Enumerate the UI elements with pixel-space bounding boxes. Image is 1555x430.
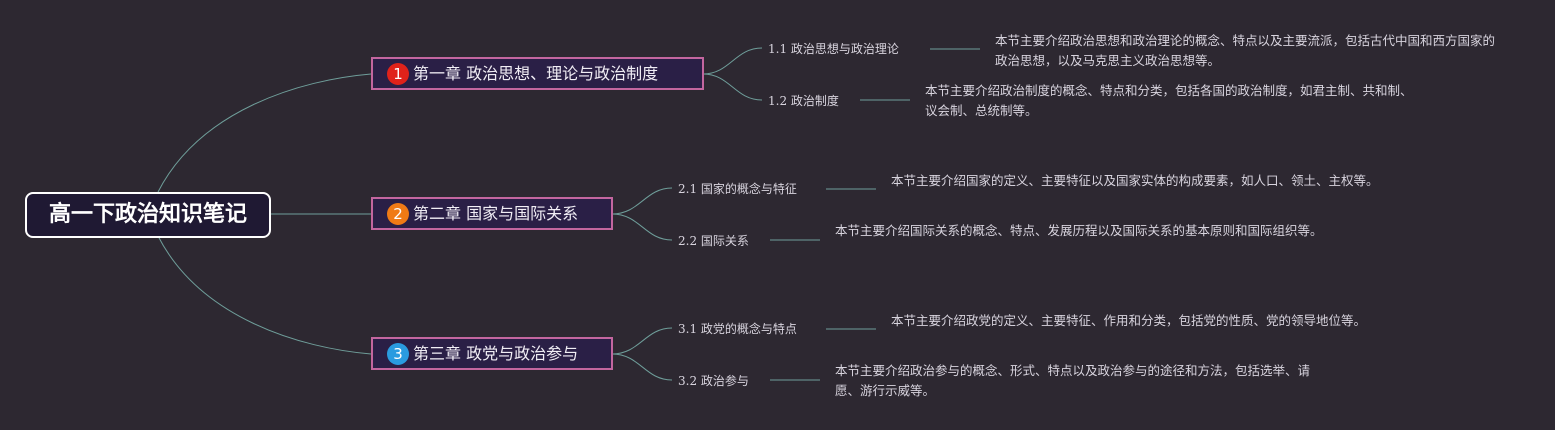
- section-1-1-title: 1.1 政治思想与政治理论: [768, 42, 899, 56]
- section-2-1-title: 2.1 国家的概念与特征: [678, 182, 797, 196]
- connector-chapter-1-section-2: [702, 73, 763, 101]
- connector-root-chapter-1: [157, 73, 372, 193]
- connector-chapter-3-section-2: [611, 353, 673, 381]
- connector-chapter-2-section-2: [611, 213, 673, 241]
- section-1-1-topic[interactable]: 1.1 政治思想与政治理论: [768, 41, 899, 57]
- chapter-3-topic[interactable]: 3 第三章 政党与政治参与: [371, 337, 613, 370]
- chapter-3-title: 第三章 政党与政治参与: [413, 344, 579, 363]
- section-3-1-description: 本节主要介绍政党的定义、主要特征、作用和分类，包括党的性质、党的领导地位等。: [891, 313, 1367, 328]
- root-title: 高一下政治知识笔记: [48, 202, 247, 227]
- section-2-2-title: 2.2 国际关系: [678, 234, 749, 248]
- chapter-3-number-badge: 3: [387, 342, 409, 365]
- chapter-1-number-badge: 1: [387, 62, 409, 85]
- section-3-1-title: 3.1 政党的概念与特点: [678, 322, 797, 336]
- section-2-1-description: 本节主要介绍国家的定义、主要特征以及国家实体的构成要素，如人口、领土、主权等。: [891, 173, 1379, 188]
- section-3-2-title: 3.2 政治参与: [678, 374, 749, 388]
- section-3-2-description: 本节主要介绍政治参与的概念、形式、特点以及政治参与的途径和方法，包括选举、请愿、…: [835, 363, 1311, 398]
- chapter-1-topic[interactable]: 1 第一章 政治思想、理论与政治制度: [371, 57, 704, 90]
- chapter-2-number-badge: 2: [387, 202, 409, 225]
- section-2-2-topic[interactable]: 2.2 国际关系: [678, 233, 749, 249]
- chapter-1-title: 第一章 政治思想、理论与政治制度: [413, 64, 659, 83]
- connector-chapter-2-section-1: [611, 187, 673, 215]
- section-3-1-topic[interactable]: 3.1 政党的概念与特点: [678, 321, 797, 337]
- chapter-2-topic[interactable]: 2 第二章 国家与国际关系: [371, 197, 613, 230]
- section-3-2-topic[interactable]: 3.2 政治参与: [678, 373, 749, 389]
- connector-chapter-3-section-1: [611, 327, 673, 355]
- section-2-1-topic[interactable]: 2.1 国家的概念与特征: [678, 181, 797, 197]
- section-1-2-title: 1.2 政治制度: [768, 94, 839, 108]
- section-2-2-description: 本节主要介绍国际关系的概念、特点、发展历程以及国际关系的基本原则和国际组织等。: [835, 223, 1323, 238]
- section-1-2-description: 本节主要介绍政治制度的概念、特点和分类，包括各国的政治制度，如君主制、共和制、议…: [925, 83, 1413, 118]
- section-1-2-topic[interactable]: 1.2 政治制度: [768, 93, 839, 109]
- section-1-1-description: 本节主要介绍政治思想和政治理论的概念、特点以及主要流派，包括古代中国和西方国家的…: [995, 33, 1496, 68]
- root-topic[interactable]: 高一下政治知识笔记: [25, 192, 271, 238]
- chapter-2-title: 第二章 国家与国际关系: [413, 204, 579, 223]
- connector-chapter-1-section-1: [702, 47, 763, 75]
- connector-root-chapter-3: [157, 235, 372, 355]
